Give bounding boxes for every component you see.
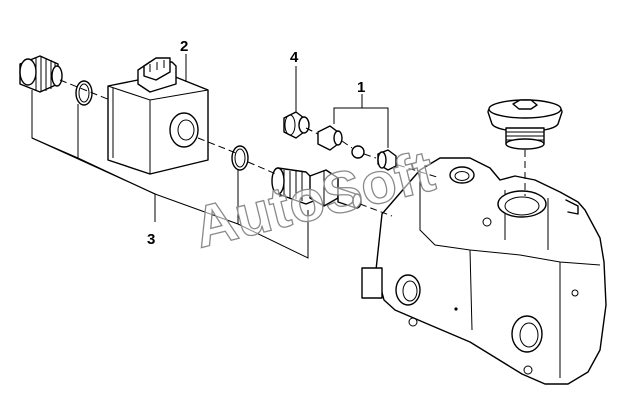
hex-plug <box>487 99 563 150</box>
o-ring-middle <box>231 145 249 171</box>
valve-cartridge <box>271 167 362 209</box>
o-ring-left <box>75 80 93 106</box>
callout-3: 3 <box>147 231 155 248</box>
seal-plug-item-4 <box>283 111 310 139</box>
callout-4: 4 <box>290 49 299 66</box>
solenoid-coil <box>107 57 209 175</box>
valve-housing <box>361 157 607 385</box>
callout-1: 1 <box>357 79 365 96</box>
check-valve-parts-item-1 <box>317 125 397 171</box>
knurled-nut <box>19 55 63 93</box>
leader-lines <box>31 54 389 259</box>
callout-2: 2 <box>180 38 188 55</box>
assembly-axis <box>59 79 441 217</box>
